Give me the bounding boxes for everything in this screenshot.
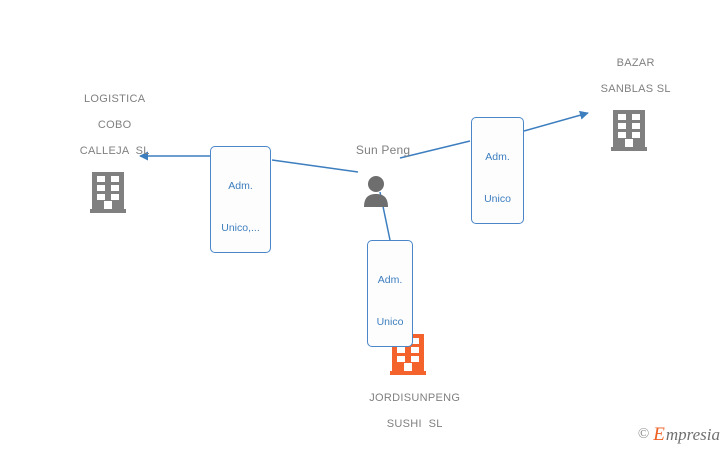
edge-label-line: Unico,... <box>221 222 260 234</box>
node-label-logistica-cobo-calleja: LOGISTICA COBO CALLEJA SL <box>42 80 174 171</box>
node-logistica-cobo-calleja[interactable]: LOGISTICA COBO CALLEJA SL <box>42 80 174 213</box>
copyright-icon: © <box>637 426 650 442</box>
edge-label-line: Unico <box>376 316 404 328</box>
person-icon[interactable] <box>312 170 440 210</box>
edge-label-line: Adm. <box>377 274 403 286</box>
brand-name: mpresia <box>665 425 720 444</box>
brand-initial: E <box>653 424 665 445</box>
node-label-jordisunpeng-sushi: JORDISUNPENG SUSHI SL <box>342 379 474 444</box>
node-label-bazar-sanblas: BAZAR SANBLAS SL <box>563 44 695 109</box>
label-line: CALLEJA SL <box>79 145 150 157</box>
edge-sunpeng-logistica <box>139 151 359 173</box>
label-line: SANBLAS SL <box>600 83 671 95</box>
label-line: SUSHI SL <box>386 418 443 430</box>
label-line: LOGISTICA <box>84 93 146 105</box>
edge-label-sunpeng-jordisunpeng[interactable]: Adm. Unico <box>367 240 413 347</box>
node-sun-peng[interactable]: Sun Peng <box>312 131 440 210</box>
node-jordisunpeng-sushi[interactable]: JORDISUNPENG SUSHI SL <box>342 333 474 444</box>
edge-label-line: Adm. <box>485 151 510 163</box>
building-icon[interactable] <box>42 171 174 213</box>
empresia-watermark: © E mpresia <box>638 425 720 444</box>
edge-sunpeng-bazar <box>399 110 589 159</box>
building-icon[interactable] <box>563 109 695 151</box>
edge-label-sunpeng-bazar[interactable]: Adm. Unico <box>471 117 524 224</box>
edge-label-sunpeng-logistica[interactable]: Adm. Unico,... <box>210 146 271 253</box>
label-line: BAZAR <box>616 57 655 69</box>
label-line: Sun Peng <box>355 143 411 157</box>
node-label-sun-peng: Sun Peng <box>312 131 440 170</box>
edge-label-line: Adm. <box>228 180 253 192</box>
label-line: JORDISUNPENG <box>369 392 461 404</box>
edge-label-line: Unico <box>484 193 511 205</box>
label-line: COBO <box>97 119 132 131</box>
node-bazar-sanblas[interactable]: BAZAR SANBLAS SL <box>563 44 695 151</box>
